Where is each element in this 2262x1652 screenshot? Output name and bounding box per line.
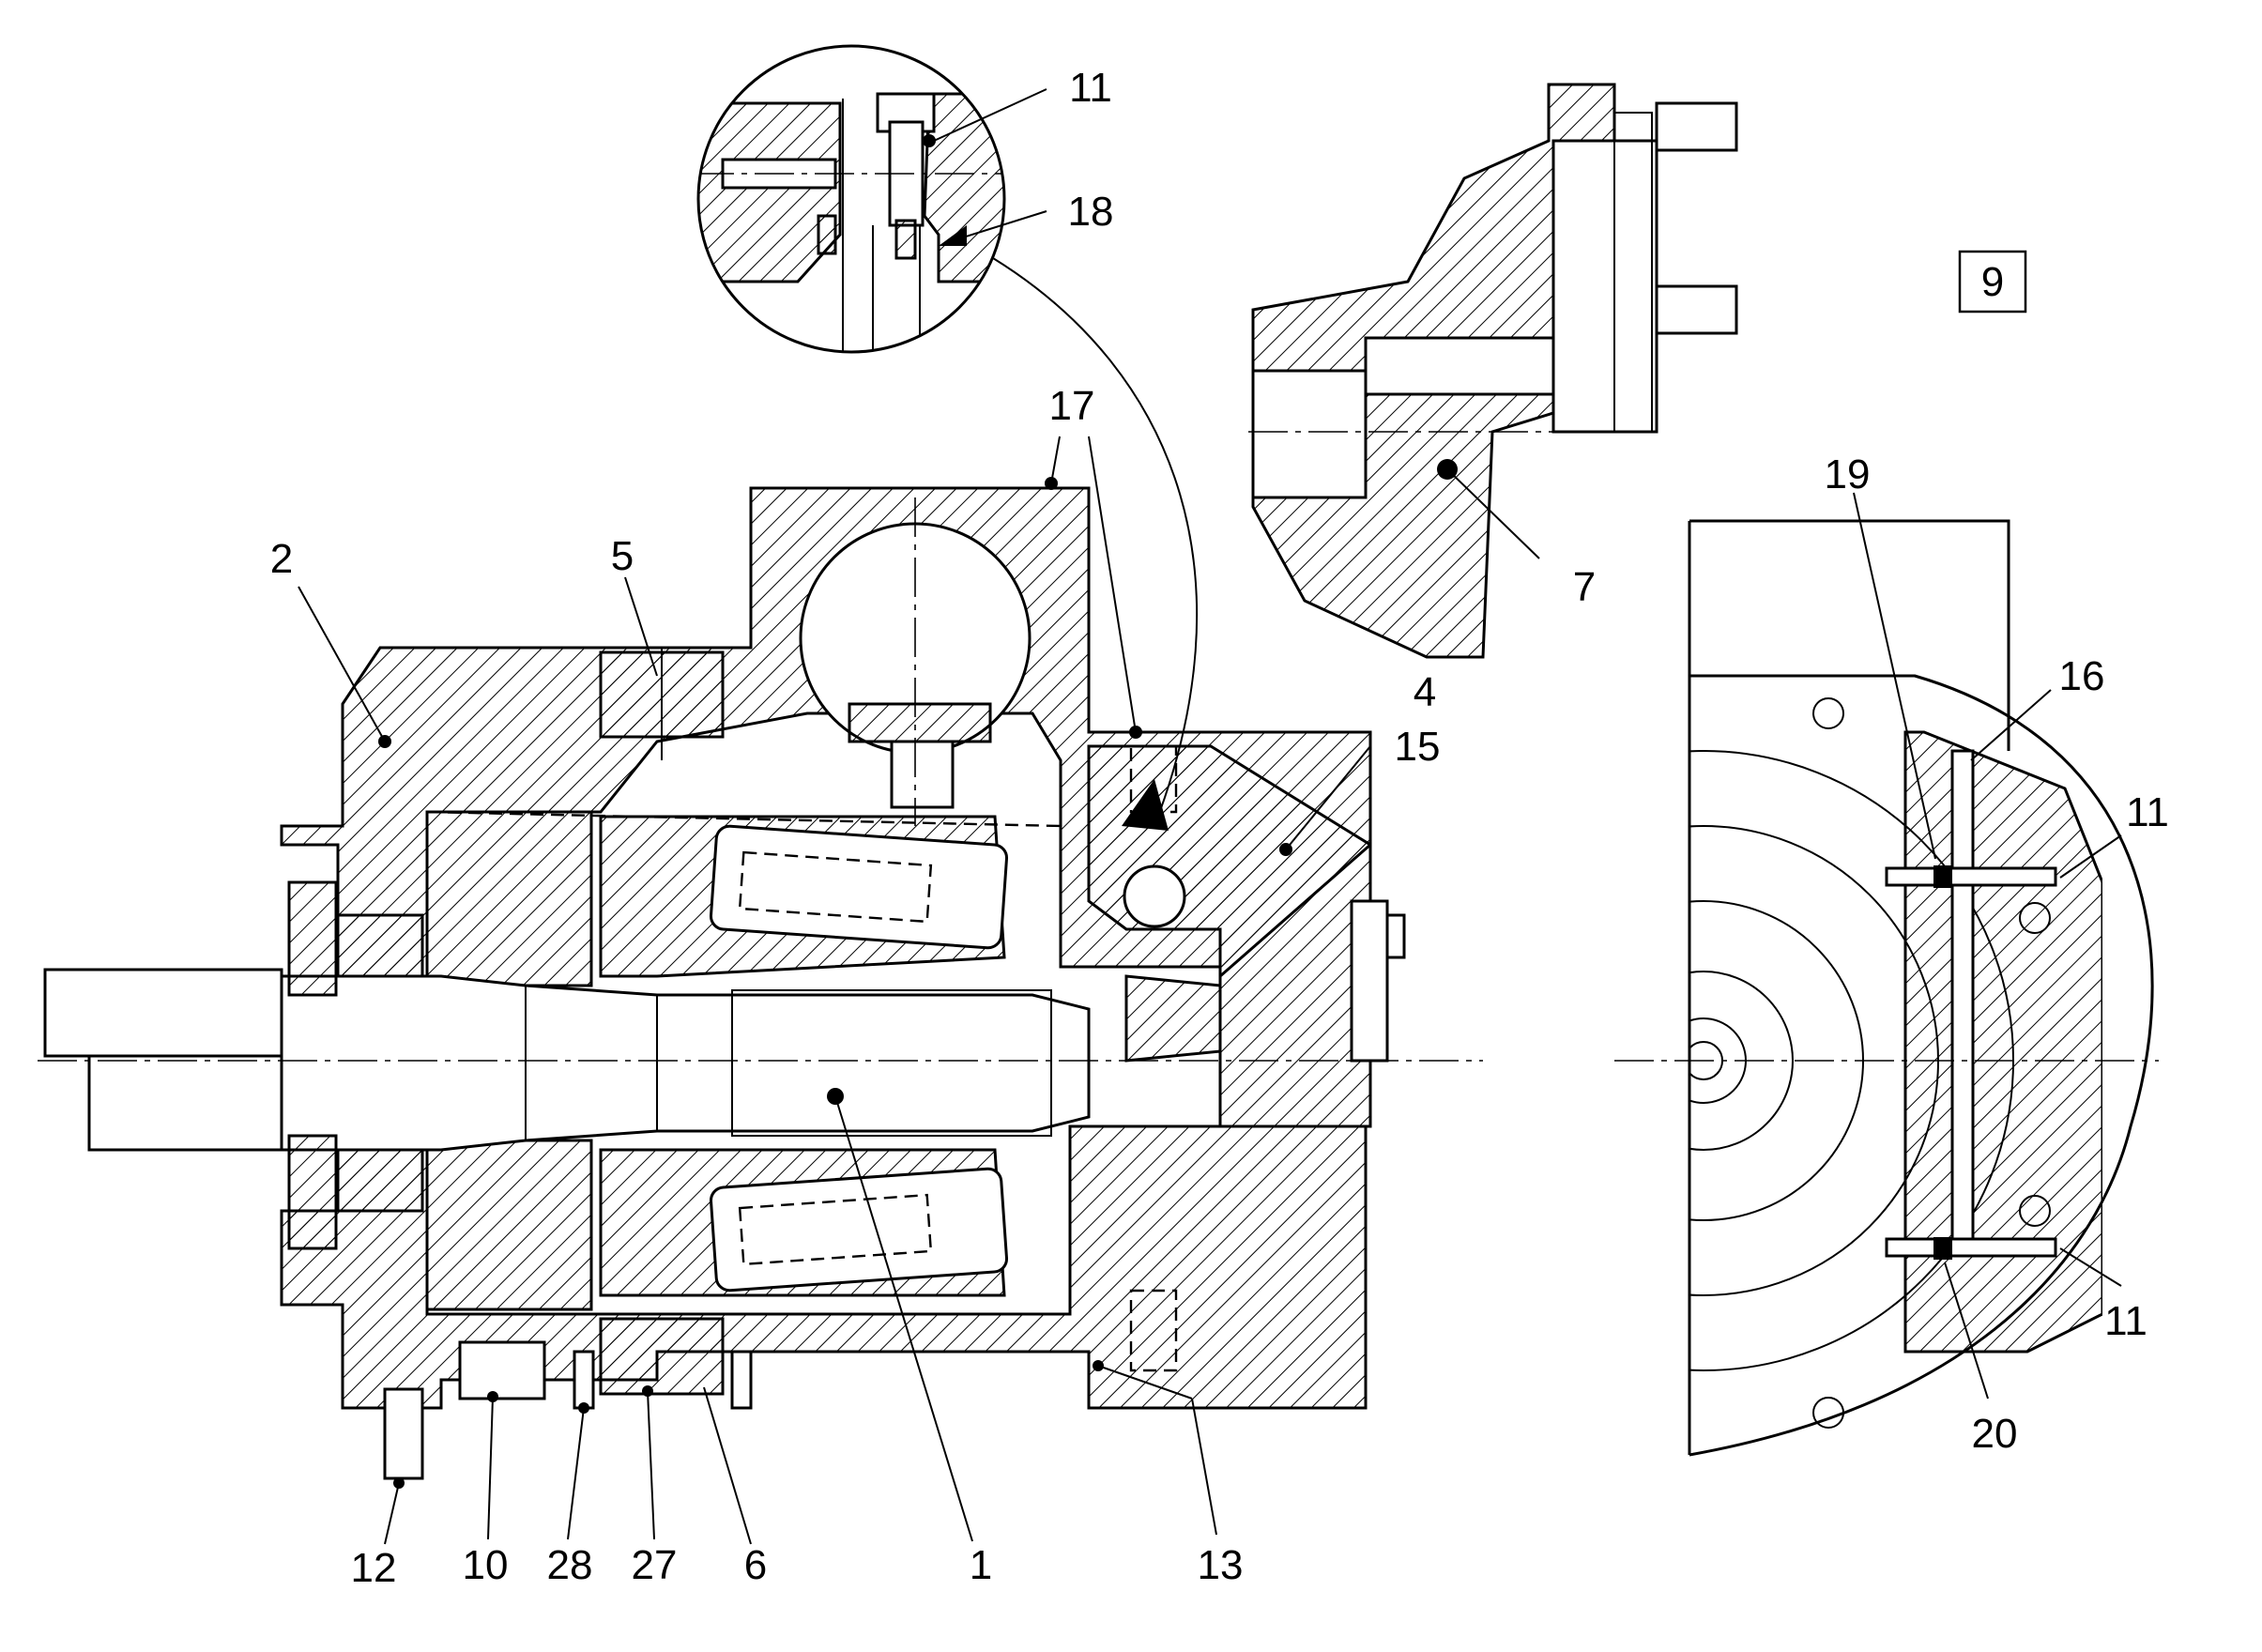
callout-27: 27	[632, 1542, 678, 1588]
main-shaft	[280, 974, 1091, 1152]
leader-lines	[298, 88, 2122, 1545]
cylinder-block-upper	[425, 810, 593, 987]
callout-19: 19	[1825, 451, 1871, 497]
callout-13: 13	[1198, 1542, 1244, 1588]
piston-upper	[709, 824, 1009, 950]
callout-10: 10	[463, 1542, 509, 1588]
callout-11-upper: 11	[2126, 789, 2169, 835]
callout-20: 20	[1972, 1411, 2018, 1457]
cover-27	[599, 1317, 725, 1396]
main-section-view	[38, 486, 1483, 1480]
detail-circle-view	[696, 44, 1198, 831]
detail-leader-arc	[992, 257, 1198, 827]
page-number: 9	[1981, 259, 2004, 305]
front-bearing-upper	[336, 913, 424, 978]
piston-lower	[709, 1167, 1009, 1293]
right-end-view	[1614, 519, 2159, 1457]
plug-10	[458, 1340, 546, 1400]
callout-1: 1	[970, 1542, 992, 1588]
callout-4: 4	[1414, 669, 1436, 715]
callout-labels: 2 5 17 4 15 7 11 18 19 16 11 11 20 12 10…	[270, 65, 2169, 1591]
callout-12: 12	[351, 1545, 397, 1591]
bolt-28	[573, 1350, 595, 1410]
drain-plug-12	[383, 1387, 424, 1480]
port-bore	[1123, 864, 1186, 928]
callout-7: 7	[1573, 564, 1596, 610]
callout-15: 15	[1395, 724, 1441, 770]
page-number-box: 9	[1958, 250, 2027, 314]
callout-5: 5	[611, 533, 634, 579]
callout-17: 17	[1049, 383, 1095, 429]
drive-shaft-stub	[43, 968, 283, 1058]
callout-28: 28	[547, 1542, 593, 1588]
callout-16: 16	[2059, 653, 2105, 699]
front-bearing-lower	[336, 1148, 424, 1213]
bolt-6	[730, 1350, 753, 1410]
upper-right-section-view	[1248, 83, 1738, 659]
shaft-spline	[731, 989, 1052, 1137]
cylinder-block-lower	[425, 1139, 593, 1311]
callout-2: 2	[270, 536, 293, 582]
callout-11-lower: 11	[2104, 1298, 2147, 1344]
callout-18: 18	[1068, 189, 1114, 235]
rear-plate	[1350, 899, 1389, 1063]
callout-11-detail: 11	[1069, 65, 1112, 111]
detail-arrowhead	[1122, 779, 1169, 831]
callout-6: 6	[744, 1542, 767, 1588]
servo-rod	[848, 702, 992, 743]
